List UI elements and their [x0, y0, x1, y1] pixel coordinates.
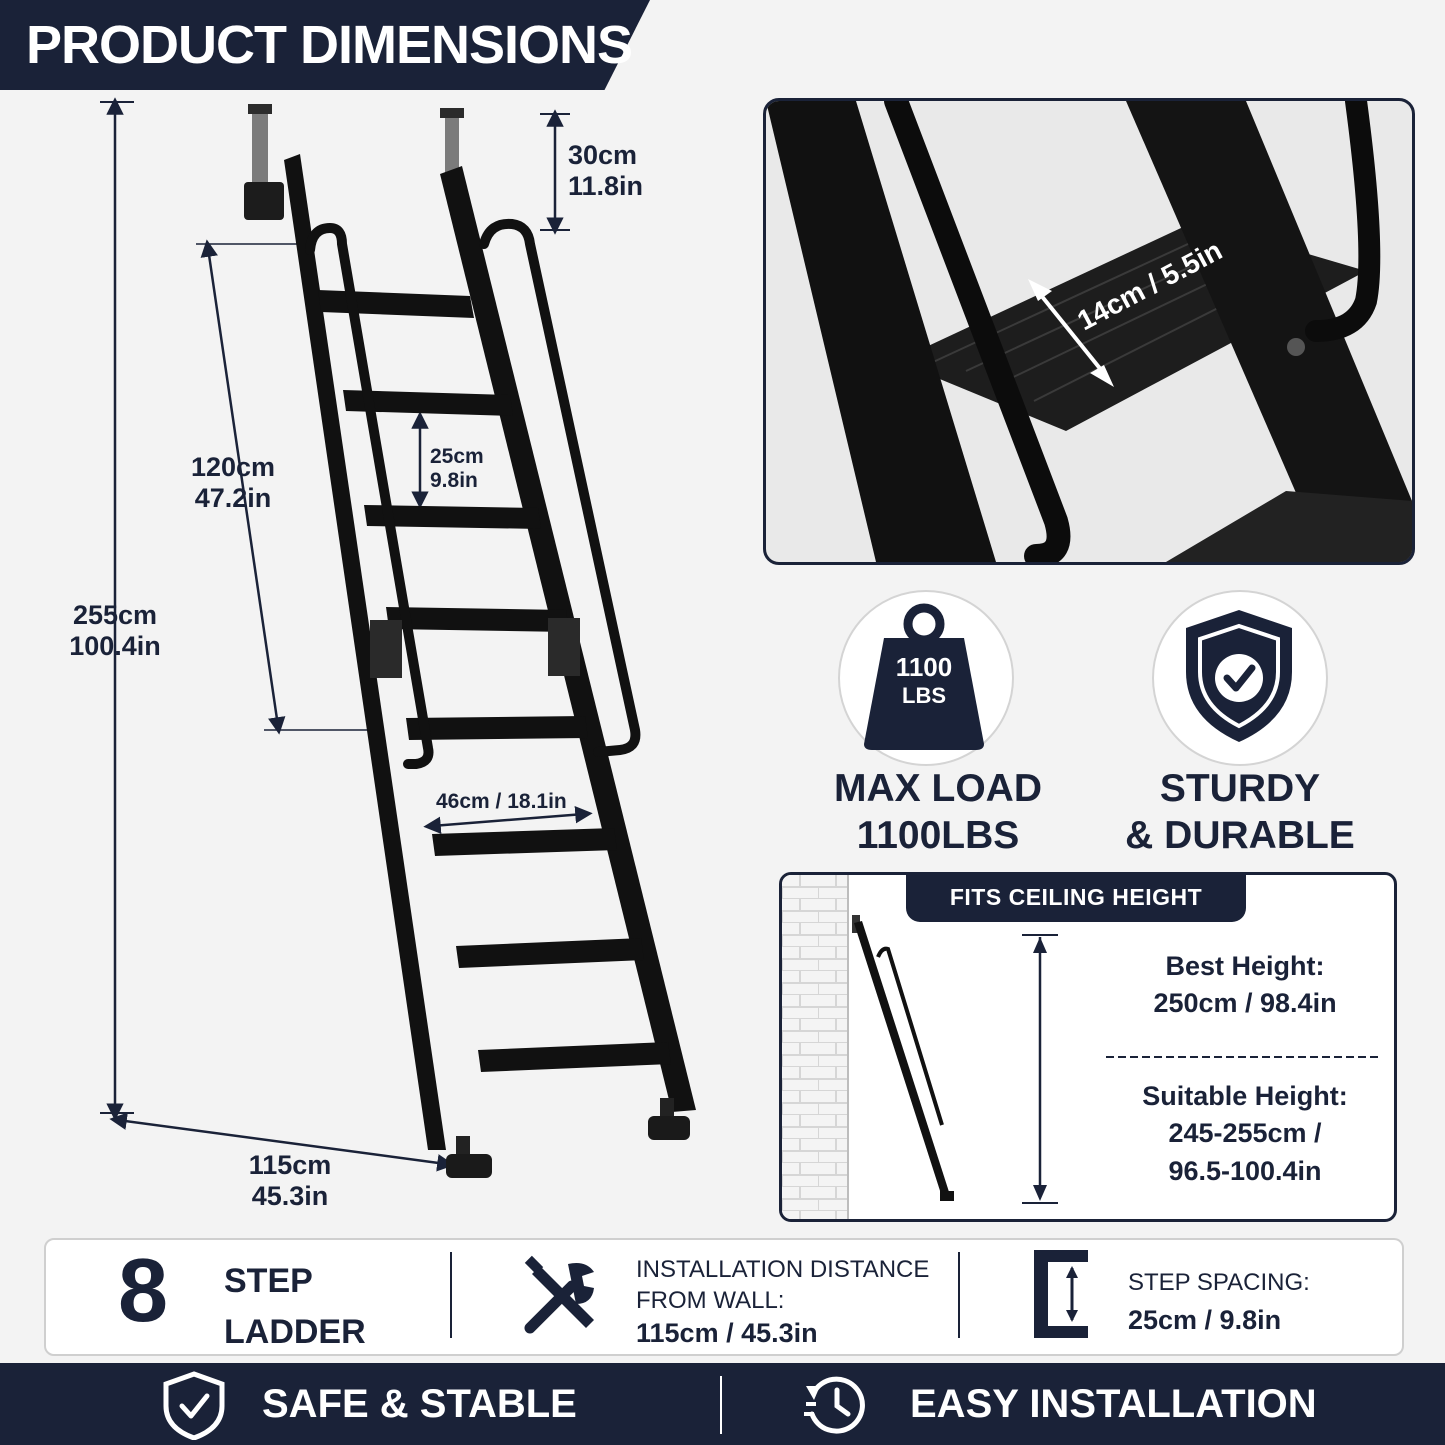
best-height: Best Height: 250cm / 98.4in	[1100, 948, 1390, 1023]
ladder-illustration	[100, 97, 696, 1178]
shield-check-icon	[1186, 610, 1292, 742]
base-distance-in: 45.3in	[251, 1181, 329, 1212]
step-spacing-in: 9.8in	[430, 469, 478, 493]
step-detail-zoom: 14cm / 5.5in	[763, 98, 1415, 565]
install-label-line1: INSTALLATION DISTANCE	[636, 1256, 930, 1283]
step-spacing-label: 25cm 9.8in	[430, 445, 484, 493]
bottom-separator	[720, 1376, 722, 1434]
step-label-line1: STEP	[224, 1262, 313, 1300]
step-count: 8	[118, 1241, 169, 1341]
step-spacing-info: STEP SPACING: 25cm / 9.8in	[1128, 1266, 1310, 1340]
suitable-height-value1: 245-255cm /	[1168, 1118, 1322, 1149]
page-title: PRODUCT DIMENSIONS	[26, 15, 633, 75]
hook-length-cm: 30cm	[568, 140, 638, 170]
weight-value: 1100	[895, 652, 953, 682]
weight-icon	[864, 603, 984, 750]
safe-stable-label: SAFE & STABLE	[262, 1382, 577, 1426]
best-height-label: Best Height:	[1165, 951, 1325, 981]
ladder-width-label: 46cm / 18.1in	[436, 790, 567, 813]
max-load-title: MAX LOAD 1100LBS	[788, 766, 1088, 860]
easy-installation-label: EASY INSTALLATION	[910, 1382, 1317, 1426]
info-separator-1	[450, 1252, 452, 1338]
sturdy-title: STURDY & DURABLE	[1090, 766, 1390, 860]
clock-icon	[804, 1376, 865, 1434]
suitable-height-value2: 96.5-100.4in	[1168, 1155, 1322, 1186]
fits-ceiling-box	[779, 872, 1397, 1222]
step-spacing-cm: 25cm	[430, 445, 484, 468]
suitable-height-label: Suitable Height:	[1142, 1081, 1348, 1111]
step-label-line2: LADDER	[224, 1313, 366, 1351]
handrail-length-label: 120cm 47.2in	[158, 452, 308, 514]
sturdy-line1: STURDY	[1159, 767, 1321, 810]
max-load-line1: MAX LOAD	[834, 767, 1042, 810]
step-spacing-info-label: STEP SPACING:	[1128, 1269, 1310, 1296]
best-height-value: 250cm / 98.4in	[1153, 988, 1337, 1019]
suitable-height: Suitable Height: 245-255cm / 96.5-100.4i…	[1100, 1078, 1390, 1190]
handrail-length-cm: 120cm	[190, 452, 276, 482]
install-label-line2: FROM WALL:	[636, 1287, 785, 1315]
header-banner	[0, 0, 650, 90]
hook-length-in: 11.8in	[568, 171, 644, 202]
install-distance: INSTALLATION DISTANCE FROM WALL: 115cm /…	[636, 1254, 929, 1351]
hook-length-label: 30cm 11.8in	[568, 140, 643, 202]
total-height-label: 255cm 100.4in	[40, 600, 190, 662]
step-ladder-label: STEP LADDER	[224, 1256, 366, 1358]
install-distance-value: 115cm / 45.3in	[636, 1318, 818, 1349]
total-height-cm: 255cm	[72, 600, 158, 630]
weight-icon-text: 1100 LBS	[858, 652, 990, 710]
step-spacing-info-value: 25cm / 9.8in	[1128, 1304, 1282, 1335]
step-spacing-icon	[1034, 1250, 1088, 1338]
base-distance-cm: 115cm	[248, 1150, 332, 1180]
tools-icon	[524, 1255, 594, 1334]
fits-ceiling-tab: FITS CEILING HEIGHT	[906, 872, 1246, 922]
weight-unit: LBS	[902, 683, 946, 709]
handrail-length-in: 47.2in	[194, 483, 272, 514]
max-load-line2: 1100LBS	[856, 813, 1020, 857]
base-distance-label: 115cm 45.3in	[220, 1150, 360, 1212]
info-bar	[44, 1238, 1404, 1356]
shield-check-icon	[163, 1371, 225, 1440]
ceiling-height-illustration	[782, 875, 1382, 1219]
total-height-in: 100.4in	[69, 631, 161, 662]
bottom-bar	[0, 1363, 1445, 1445]
info-separator-2	[958, 1252, 960, 1338]
step-detail-illustration: 14cm / 5.5in	[766, 101, 1412, 562]
sturdy-line2: & DURABLE	[1125, 813, 1355, 857]
